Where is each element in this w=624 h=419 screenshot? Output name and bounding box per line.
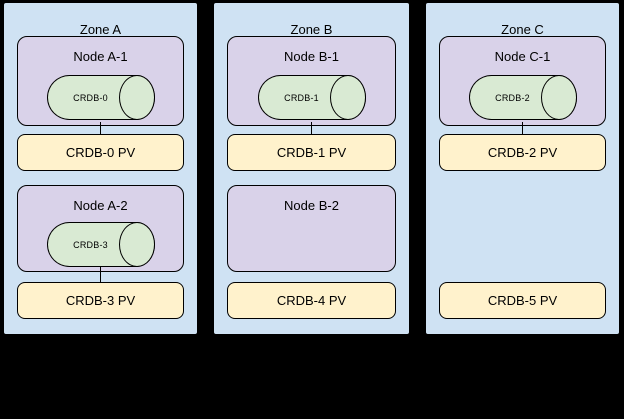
pod-cylinder: CRDB-2	[468, 75, 577, 120]
pod-label: CRDB-0	[73, 92, 108, 103]
pod-label: CRDB-1	[284, 92, 319, 103]
pv-label: CRDB-0 PV	[65, 145, 136, 160]
pv-box: CRDB-3 PV	[17, 282, 184, 319]
pv-box: CRDB-1 PV	[227, 134, 396, 171]
pv-box: CRDB-5 PV	[439, 282, 606, 319]
node-label: Node A-1	[73, 49, 128, 64]
zone-c: Zone C Node C-1 CRDB-2 CRDB-2 PV CRDB-5 …	[425, 2, 620, 335]
zone-label: Zone B	[290, 22, 333, 37]
node-label: Node B-1	[284, 49, 339, 64]
pv-label: CRDB-1 PV	[276, 145, 347, 160]
zone-label: Zone A	[79, 22, 122, 37]
pv-box: CRDB-2 PV	[439, 134, 606, 171]
node-c1: Node C-1 CRDB-2	[439, 36, 606, 126]
node-a1: Node A-1 CRDB-0	[17, 36, 184, 126]
pod-cylinder: CRDB-1	[257, 75, 366, 120]
pod-label: CRDB-2	[495, 92, 530, 103]
pv-box: CRDB-4 PV	[227, 282, 396, 319]
cylinder-cap	[329, 75, 366, 120]
connector-line	[99, 122, 101, 136]
pod-cylinder: CRDB-0	[46, 75, 155, 120]
pv-label: CRDB-5 PV	[487, 293, 558, 308]
zone-b: Zone B Node B-1 CRDB-1 CRDB-1 PV Node B-…	[213, 2, 410, 335]
zone-a: Zone A Node A-1 CRDB-0 CRDB-0 PV Node A-…	[3, 2, 198, 335]
node-b2-empty: Node B-2	[227, 185, 396, 272]
pv-box: CRDB-0 PV	[17, 134, 184, 171]
cylinder-cap	[118, 75, 155, 120]
node-label: Node A-2	[73, 198, 128, 213]
node-label: Node C-1	[494, 49, 551, 64]
zone-label: Zone C	[501, 22, 544, 37]
node-label: Node B-2	[284, 198, 339, 213]
node-a2: Node A-2 CRDB-3	[17, 185, 184, 272]
pv-label: CRDB-3 PV	[65, 293, 136, 308]
pv-label: CRDB-4 PV	[276, 293, 347, 308]
pv-label: CRDB-2 PV	[487, 145, 558, 160]
connector-line	[310, 122, 312, 136]
pod-label: CRDB-3	[73, 239, 108, 250]
node-b1: Node B-1 CRDB-1	[227, 36, 396, 126]
connector-line	[99, 267, 101, 284]
connector-line	[521, 122, 523, 136]
pod-cylinder: CRDB-3	[46, 222, 155, 267]
cylinder-cap	[118, 222, 155, 267]
cylinder-cap	[540, 75, 577, 120]
